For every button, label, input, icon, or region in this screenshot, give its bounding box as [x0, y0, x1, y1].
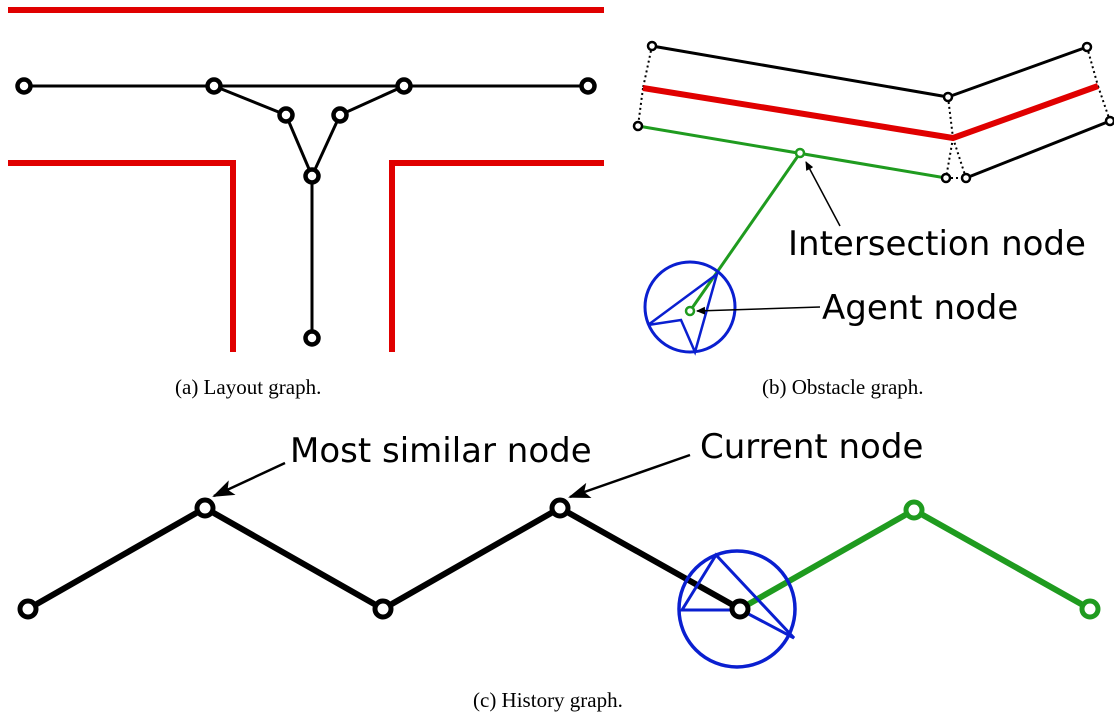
- future-node: [1079, 598, 1101, 620]
- agent-node-label: Agent node: [822, 288, 1018, 328]
- layout-edge: [284, 114, 314, 177]
- dotted-link: [1086, 46, 1099, 87]
- corridor-walls: [8, 7, 604, 352]
- intersection-node: [794, 147, 806, 159]
- layout-edge: [213, 84, 287, 117]
- layout-node: [205, 77, 223, 95]
- layout-edge: [339, 84, 405, 117]
- green-edges: [637, 124, 947, 312]
- agent-node: [684, 305, 696, 317]
- obstacle-node: [646, 40, 658, 52]
- obstacle-nodes: [632, 40, 1114, 184]
- obstacle-node: [940, 172, 952, 184]
- agent-arrow: [647, 270, 720, 356]
- layout-node: [579, 77, 597, 95]
- dotted-link: [952, 137, 967, 179]
- dotted-link: [642, 45, 653, 89]
- history-agent-circle: [677, 549, 797, 669]
- obstacle-node: [1081, 41, 1093, 53]
- panel-obstacle-graph: Intersection node Agent node (b) Obstacl…: [632, 40, 1114, 399]
- caption-a: (a) Layout graph.: [175, 375, 321, 399]
- agent-icon: [643, 260, 737, 356]
- caption-b: (b) Obstacle graph.: [762, 375, 924, 399]
- layout-edges: [24, 84, 588, 338]
- layout-node: [277, 106, 295, 124]
- obstacle-node: [632, 120, 644, 132]
- obstacle-wall: [642, 83, 1100, 142]
- most-similar-node: [194, 497, 216, 519]
- obstacle-edge: [965, 119, 1111, 180]
- most-similar-pointer: [212, 461, 286, 498]
- layout-node: [303, 329, 321, 347]
- history-node: [17, 598, 39, 620]
- layout-edge: [310, 114, 342, 177]
- dotted-connectors: [637, 45, 1111, 179]
- history-node: [729, 598, 751, 620]
- layout-node: [395, 77, 413, 95]
- caption-c: (c) History graph.: [473, 688, 623, 712]
- panel-history-graph: Most similar node Current node (c) Histo…: [17, 427, 1101, 712]
- future-node: [903, 499, 925, 521]
- dotted-link: [637, 87, 644, 127]
- agent-pointer: [696, 306, 821, 315]
- agent-circle: [643, 260, 737, 354]
- layout-node: [15, 77, 33, 95]
- obstacle-edge: [947, 45, 1088, 99]
- current-node: [549, 497, 571, 519]
- history-nodes: [17, 497, 751, 620]
- dotted-link: [947, 96, 954, 139]
- obstacle-edges: [651, 44, 1111, 180]
- history-path: [26, 504, 742, 613]
- most-similar-label: Most similar node: [290, 431, 592, 471]
- future-nodes: [903, 499, 1101, 620]
- green-edge: [688, 152, 802, 312]
- green-edge: [637, 124, 947, 180]
- wall-left-corner: [8, 160, 236, 352]
- obstacle-node: [942, 91, 954, 103]
- intersection-pointer: [805, 161, 841, 227]
- obstacle-node: [1104, 115, 1114, 127]
- obstacle-edge: [651, 44, 949, 99]
- current-pointer: [568, 453, 691, 499]
- dotted-link: [945, 137, 954, 179]
- layout-node: [331, 106, 349, 124]
- current-node-label: Current node: [700, 427, 923, 467]
- layout-node: [303, 167, 321, 185]
- layout-nodes: [15, 77, 597, 347]
- intersection-node-label: Intersection node: [788, 224, 1086, 264]
- dotted-link: [1097, 85, 1111, 122]
- wall-right-corner: [389, 160, 604, 352]
- history-node: [372, 598, 394, 620]
- panel-layout-graph: (a) Layout graph.: [8, 7, 604, 399]
- obstacle-node: [960, 172, 972, 184]
